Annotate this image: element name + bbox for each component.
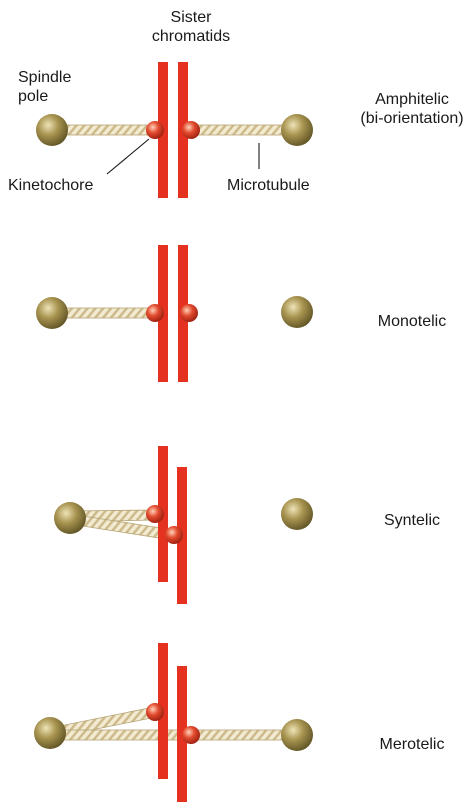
row-label-merotelic-line-1: Merotelic: [352, 735, 472, 754]
row-label-syntelic-line-1: Syntelic: [352, 511, 472, 530]
kinetochore-label: Kinetochore: [8, 176, 93, 195]
row-label-monotelic-line-1: Monotelic: [352, 312, 472, 331]
spindle-pole-label-line-2: pole: [18, 87, 71, 106]
kinetochore-pointer-line: [107, 139, 149, 174]
microtubule: [50, 730, 191, 740]
spindle-pole-right: [281, 296, 313, 328]
row-syntelic: [54, 446, 313, 604]
row-label-amphitelic-line-2: (bi-orientation): [352, 109, 472, 128]
kinetochore-left: [146, 304, 164, 322]
row-label-syntelic: Syntelic: [352, 511, 472, 530]
row-merotelic: [34, 643, 313, 802]
kinetochore-left: [146, 121, 164, 139]
spindle-pole-right: [281, 498, 313, 530]
spindle-pole-left: [36, 114, 68, 146]
spindle-pole-left: [36, 297, 68, 329]
row-label-monotelic: Monotelic: [352, 312, 472, 331]
kinetochore-right: [180, 304, 198, 322]
kinetochore-left: [146, 703, 164, 721]
sister-chromatids-label: Sister chromatids: [146, 8, 236, 46]
kinetochore-right: [182, 121, 200, 139]
spindle-pole-label: Spindle pole: [18, 68, 71, 106]
spindle-pole-left: [54, 502, 86, 534]
spindle-pole-label-line-1: Spindle: [18, 68, 71, 87]
spindle-pole-right: [281, 114, 313, 146]
kinetochore-right: [165, 526, 183, 544]
row-label-merotelic: Merotelic: [352, 735, 472, 754]
kinetochore-right: [182, 726, 200, 744]
sister-chromatids-label-line-2: chromatids: [146, 27, 236, 46]
kinetochore-left: [146, 505, 164, 523]
microtubule-label: Microtubule: [227, 176, 310, 195]
spindle-pole-right: [281, 719, 313, 751]
row-label-amphitelic-line-1: Amphitelic: [352, 90, 472, 109]
sister-chromatids-label-line-1: Sister: [146, 8, 236, 27]
row-monotelic: [36, 245, 313, 382]
spindle-pole-left: [34, 717, 66, 749]
row-label-amphitelic: Amphitelic (bi-orientation): [352, 90, 472, 128]
